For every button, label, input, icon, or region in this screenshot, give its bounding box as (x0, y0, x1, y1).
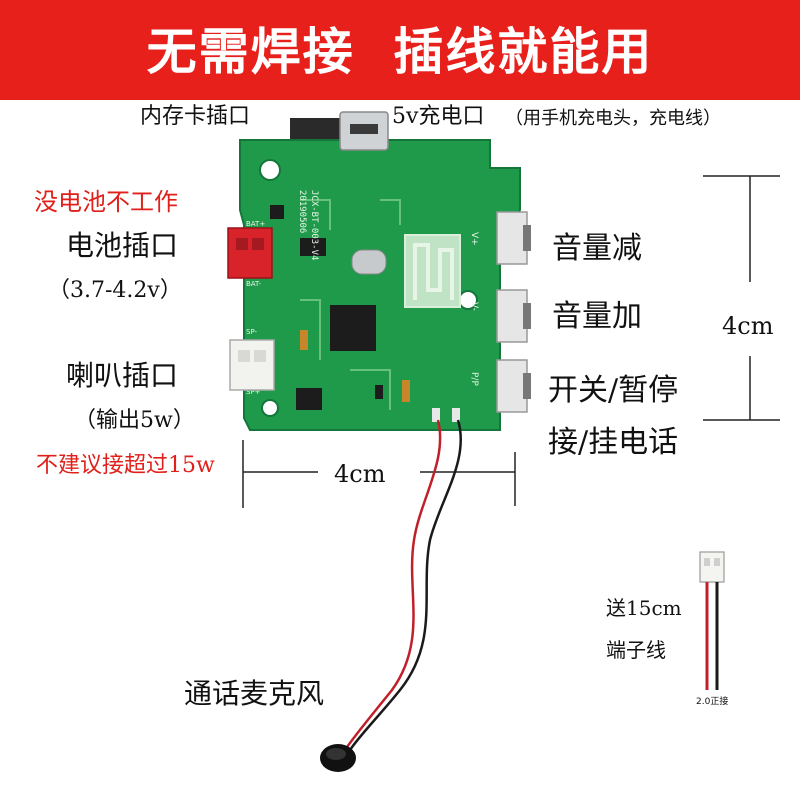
width-dimension-label: 4cm (334, 460, 386, 488)
pcb-silkscreen: JCX-BT-003-V4 (309, 190, 319, 260)
volume-up-label: 音量加 (552, 299, 642, 334)
terminal-cable-image (699, 551, 725, 690)
pcb-board-image: 20190506 JCX-BT-003-V4 V+ V- P/P BAT+ BA… (227, 111, 531, 431)
speaker-output-label: （输出5w） (74, 408, 195, 433)
charge-port-label: 5v充电口 (392, 104, 485, 129)
svg-text:SP+: SP+ (246, 388, 261, 396)
card-slot-label: 内存卡插口 (140, 104, 251, 129)
terminal-cable-label: 端子线 (606, 638, 666, 662)
title-banner: 无需焊接 插线就能用 (0, 0, 800, 100)
volume-down-label: 音量减 (552, 231, 642, 266)
cable-gift-label: 送15cm (606, 596, 682, 620)
charge-note-label: （用手机充电头，充电线） (505, 108, 721, 129)
battery-port-label: 电池插口 (66, 229, 179, 262)
speaker-port-label: 喇叭插口 (66, 359, 179, 392)
battery-voltage-label: （3.7-4.2v） (48, 278, 182, 303)
no-battery-warning: 没电池不工作 (34, 188, 178, 216)
power-pause-label: 开关/暂停 (548, 373, 679, 408)
svg-text:BAT-: BAT- (246, 280, 262, 288)
pcb-date: 20190506 (297, 190, 307, 233)
dimension-line-icon (242, 175, 780, 508)
banner-title: 无需焊接 插线就能用 (146, 23, 654, 81)
svg-text:V+: V+ (469, 232, 479, 246)
svg-text:P/P: P/P (469, 372, 479, 386)
connector-note-label: 2.0正接 (696, 697, 729, 707)
microphone-label: 通话麦克风 (184, 677, 325, 710)
height-dimension-label: 4cm (722, 312, 774, 340)
svg-text:SP-: SP- (246, 328, 258, 336)
speaker-warning: 不建议接超过15w (36, 453, 215, 478)
svg-text:V-: V- (469, 302, 479, 311)
svg-text:BAT+: BAT+ (246, 220, 265, 228)
microphone-image (320, 419, 463, 772)
answer-hangup-label: 接/挂电话 (548, 425, 679, 460)
